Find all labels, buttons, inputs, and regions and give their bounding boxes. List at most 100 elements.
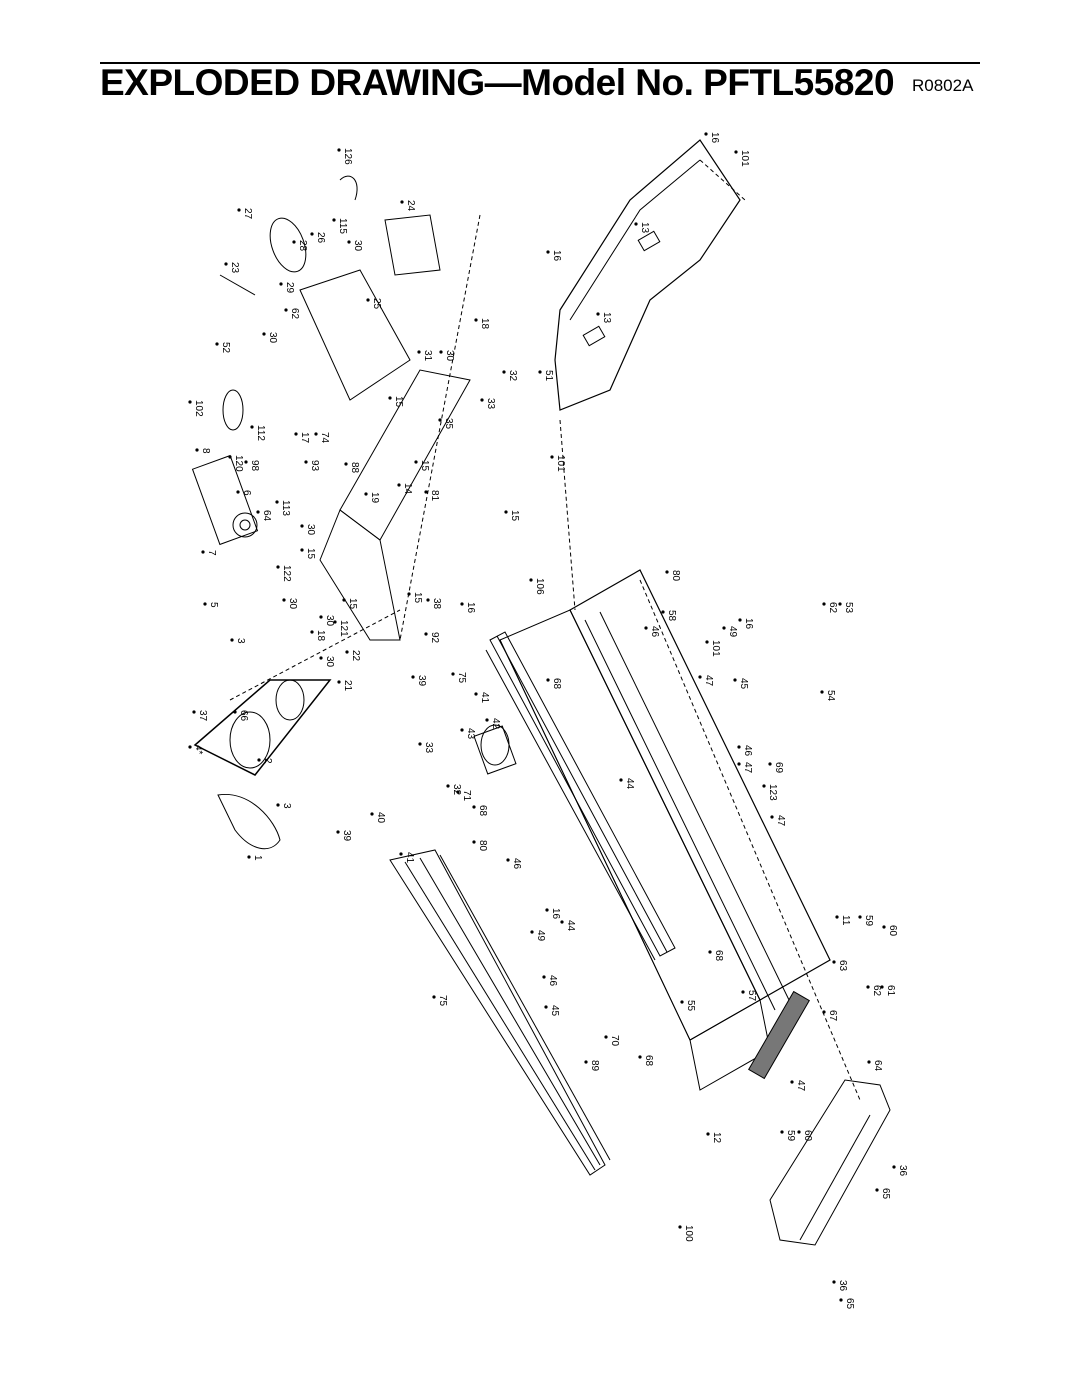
part-number-label: 15 [393, 396, 404, 408]
part-leader-dot [188, 745, 192, 749]
part-number-label: 16 [743, 618, 754, 630]
part-leader-dot [604, 1035, 608, 1039]
deck-strip [748, 990, 810, 1080]
part-number-label: 29 [284, 282, 295, 294]
part-number-label: 47 [703, 675, 714, 687]
part-leader-dot [546, 678, 550, 682]
part-leader-dot [417, 350, 421, 354]
part-leader-dot [644, 626, 648, 630]
part-leader-dot [284, 308, 288, 312]
front-roller [480, 724, 510, 766]
part-number-label: 36 [837, 1280, 848, 1292]
part-leader-dot [276, 803, 280, 807]
part-leader-dot [224, 262, 228, 266]
part-number-label: 68 [713, 950, 724, 962]
part-leader-dot [203, 602, 207, 606]
part-leader-dot [188, 400, 192, 404]
part-number-label: 13 [601, 312, 612, 324]
part-number-label: 68 [551, 678, 562, 690]
part-number-label: 121 [338, 620, 349, 637]
part-number-label: 101 [710, 640, 721, 657]
part-number-label: 42 [490, 718, 501, 730]
part-leader-dot [705, 640, 709, 644]
upright-frame [299, 214, 471, 641]
part-number-label: 120 [233, 455, 244, 472]
part-number-label: 15 [347, 598, 358, 610]
part-number-label: 30 [324, 615, 335, 627]
part-leader-dot [882, 925, 886, 929]
part-number-label: 26 [315, 232, 326, 244]
part-number-label: 93 [309, 460, 320, 472]
part-number-label: 46 [547, 975, 558, 987]
part-number-label: 106 [534, 578, 545, 595]
part-number-label: 16 [465, 602, 476, 614]
part-leader-dot [762, 784, 766, 788]
part-number-label: 45 [738, 678, 749, 690]
part-number-label: 49 [727, 626, 738, 638]
part-number-label: 13 [639, 222, 650, 234]
pulley-assembly [191, 454, 259, 546]
part-leader-dot [336, 830, 340, 834]
part-leader-dot [233, 710, 237, 714]
part-number-label: 43 [465, 728, 476, 740]
part-leader-dot [502, 370, 506, 374]
part-leader-dot [892, 1165, 896, 1169]
part-leader-dot [822, 602, 826, 606]
part-leader-dot [485, 718, 489, 722]
part-number-label: 31 [422, 350, 433, 362]
part-leader-dot [257, 758, 261, 762]
part-number-label: 1 [252, 855, 263, 861]
part-leader-dot [237, 208, 241, 212]
part-leader-dot [832, 1280, 836, 1284]
part-number-label: 15 [509, 510, 520, 522]
part-number-label: 47 [775, 815, 786, 827]
part-number-label: 17 [299, 432, 310, 444]
part-leader-dot [236, 490, 240, 494]
part-leader-dot [661, 610, 665, 614]
part-leader-dot [544, 1005, 548, 1009]
part-number-label: 12 [711, 1132, 722, 1144]
part-leader-dot [738, 618, 742, 622]
part-leader-dot [432, 995, 436, 999]
part-number-label: 15 [419, 460, 430, 472]
part-leader-dot [638, 1055, 642, 1059]
drive-belt [217, 794, 281, 850]
part-leader-dot [529, 578, 533, 582]
part-leader-dot [708, 950, 712, 954]
part-number-label: 75 [456, 672, 467, 684]
part-leader-dot [228, 455, 232, 459]
part-number-label: 30 [287, 598, 298, 610]
part-number-label: 98 [249, 460, 260, 472]
part-number-label: 64 [261, 510, 272, 522]
part-leader-dot [347, 240, 351, 244]
part-number-label: 68 [643, 1055, 654, 1067]
part-leader-dot [456, 790, 460, 794]
part-number-label: 53 [843, 602, 854, 614]
part-leader-dot [304, 460, 308, 464]
part-number-label: 16 [550, 908, 561, 920]
part-number-label: 16 [551, 250, 562, 262]
part-number-label: 27 [242, 208, 253, 220]
part-number-label: 18 [479, 318, 490, 330]
part-leader-dot [250, 425, 254, 429]
part-number-label: 33 [423, 742, 434, 754]
part-number-label: 39 [416, 675, 427, 687]
part-number-label: 44 [565, 920, 576, 932]
part-leader-dot [275, 500, 279, 504]
part-number-label: 45 [549, 1005, 560, 1017]
part-leader-dot [333, 620, 337, 624]
part-leader-dot [192, 710, 196, 714]
part-number-label: 101 [555, 455, 566, 472]
part-number-label: 54 [825, 690, 836, 702]
part-number-label: 6 [241, 490, 252, 496]
part-leader-dot [310, 232, 314, 236]
part-leader-dot [300, 524, 304, 528]
part-leader-dot [292, 240, 296, 244]
part-number-label: 70 [609, 1035, 620, 1047]
part-number-label: 28 [297, 240, 308, 252]
part-leader-dot [407, 592, 411, 596]
part-number-label: 38 [431, 598, 442, 610]
part-number-label: 71 [461, 790, 472, 802]
part-number-label: 18 [315, 630, 326, 642]
